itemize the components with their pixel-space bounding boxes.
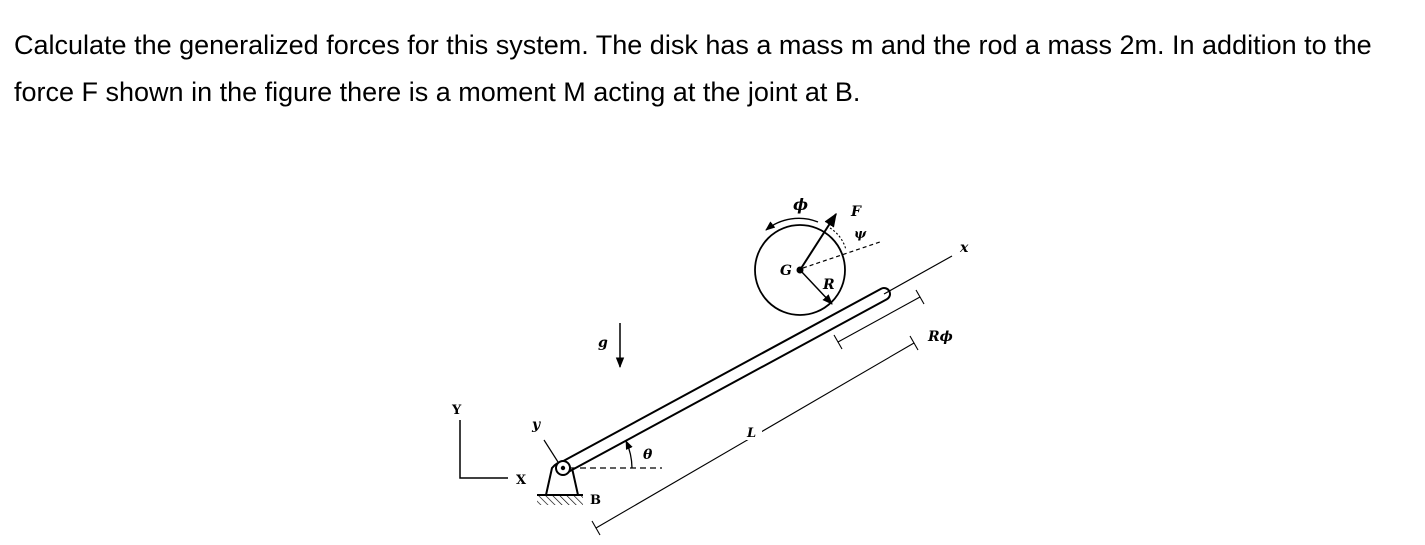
x-axis-label: x bbox=[959, 240, 969, 256]
theta-label: θ bbox=[643, 447, 653, 463]
force-arrow bbox=[799, 212, 837, 271]
inertial-x-label: X bbox=[516, 473, 527, 488]
y-axis-line bbox=[543, 439, 559, 463]
problem-statement: Calculate the generalized forces for thi… bbox=[14, 30, 1372, 107]
psi-arc bbox=[829, 227, 847, 251]
joint-b-label: B bbox=[590, 493, 601, 508]
radius-arrow bbox=[799, 269, 833, 305]
r-phi-label: Rϕ bbox=[927, 329, 953, 345]
r-phi-dimension bbox=[833, 289, 925, 350]
force-label: F bbox=[850, 204, 862, 220]
inertial-frame bbox=[459, 420, 508, 479]
length-dimension bbox=[591, 335, 919, 536]
pin-joint bbox=[555, 460, 571, 476]
radius-label: R bbox=[822, 277, 835, 293]
theta-arc bbox=[625, 440, 633, 469]
gravity-label: g bbox=[598, 335, 608, 351]
phi-rotation-arrow bbox=[765, 217, 819, 231]
rod bbox=[556, 287, 891, 475]
center-label: G bbox=[780, 263, 792, 279]
phi-label: ϕ bbox=[793, 195, 808, 214]
body-y-label: y bbox=[531, 417, 541, 433]
length-label: L bbox=[746, 426, 756, 441]
inertial-y-label: Y bbox=[451, 403, 462, 418]
psi-label: ψ bbox=[854, 227, 867, 242]
x-axis-line bbox=[883, 255, 953, 295]
